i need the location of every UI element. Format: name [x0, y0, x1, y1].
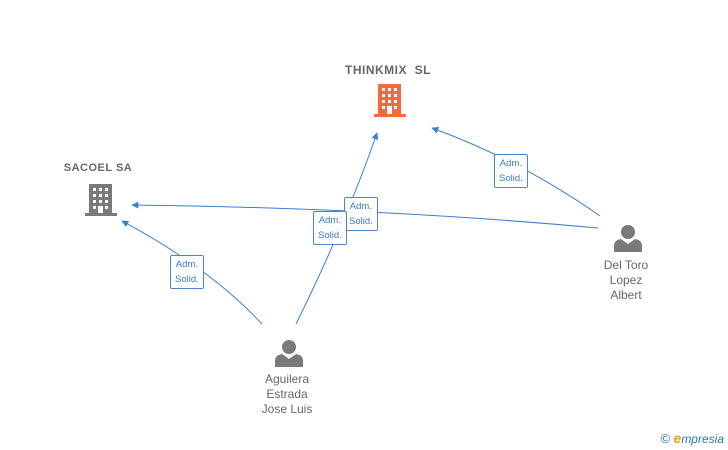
- empresia-brand: © empresia: [661, 430, 724, 446]
- person-name-line: Jose Luis: [261, 402, 313, 416]
- person-label-aguilera[interactable]: Aguilera Estrada Jose Luis: [246, 372, 328, 417]
- edge-label-line: Solid.: [318, 230, 342, 241]
- edge-label-line: Adm.: [499, 158, 522, 169]
- edge-label-line: Adm.: [318, 215, 341, 226]
- edge-label-line: Adm.: [175, 259, 198, 270]
- edge-label-line: Solid.: [175, 274, 199, 285]
- person-name-line: Lopez: [609, 273, 643, 287]
- edge-label-aguilera-thinkmix[interactable]: Adm. Solid.: [313, 211, 347, 245]
- person-name-line: Del Toro: [603, 258, 649, 272]
- person-icon: [275, 340, 303, 367]
- person-name-line: Estrada: [266, 387, 308, 401]
- edge-label-deltoro-sacoel[interactable]: Adm. Solid.: [344, 197, 378, 231]
- edge-label-line: Solid.: [499, 173, 523, 184]
- edge-label-aguilera-sacoel[interactable]: Adm. Solid.: [170, 255, 204, 289]
- building-icon: [374, 84, 406, 117]
- person-name-line: Aguilera: [264, 372, 310, 386]
- copyright-symbol: ©: [660, 431, 671, 446]
- person-label-deltoro[interactable]: Del Toro Lopez Albert: [588, 258, 664, 303]
- edge-label-line: Adm.: [349, 201, 372, 212]
- company-label-thinkmix[interactable]: THINKMIX SL: [345, 63, 431, 77]
- building-icon: [85, 184, 117, 216]
- person-name-line: Albert: [610, 288, 642, 302]
- person-icon: [614, 225, 642, 252]
- company-label-sacoel[interactable]: SACOEL SA: [63, 162, 133, 174]
- brand-initial: e: [673, 430, 682, 446]
- edge-label-deltoro-thinkmix[interactable]: Adm. Solid.: [494, 154, 528, 188]
- edge-label-line: Solid.: [349, 216, 373, 227]
- brand-name: mpresia: [681, 432, 724, 446]
